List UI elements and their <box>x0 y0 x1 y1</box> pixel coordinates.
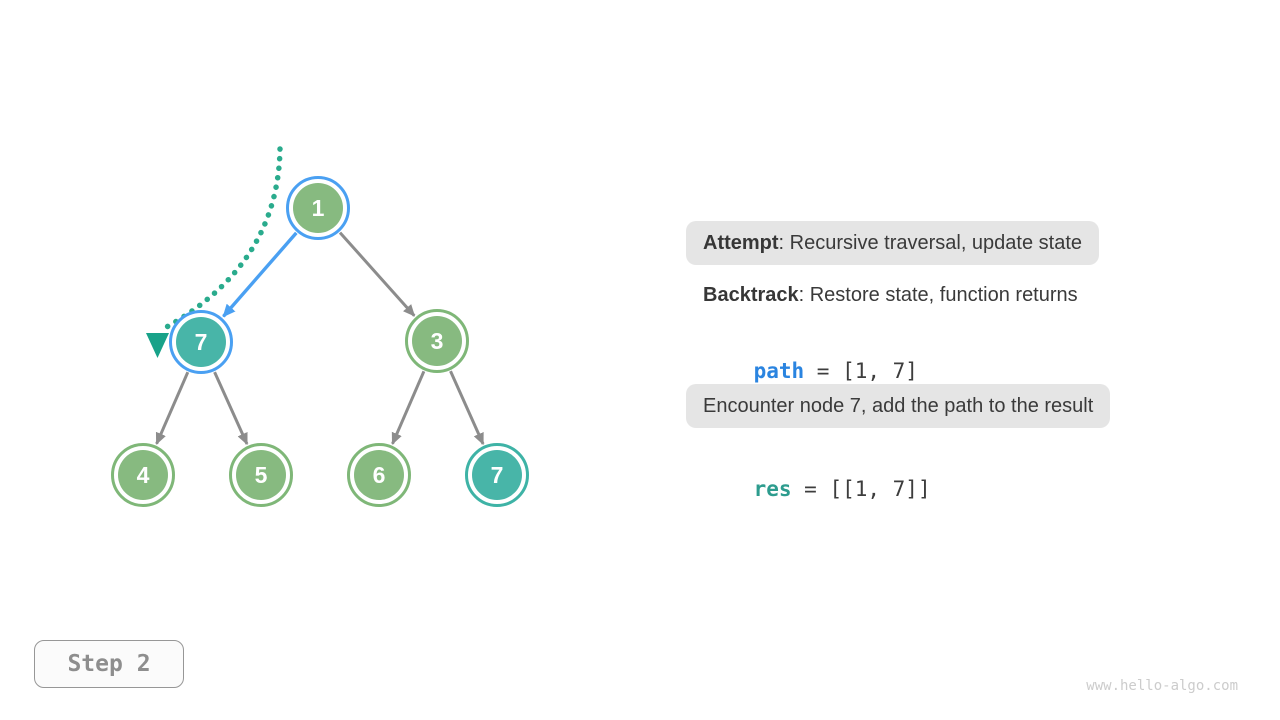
node-value: 1 <box>311 194 325 221</box>
encounter-text: Encounter node 7, add the path to the re… <box>703 395 1094 417</box>
node-fill-circle <box>354 450 404 500</box>
res-variable-line: res = [[1, 7]] <box>703 450 931 528</box>
tree-node-1: 1 <box>286 176 350 240</box>
node-fill-circle <box>118 450 168 500</box>
backtrack-trace-dotted-curve <box>160 146 283 332</box>
path-variable-value: = [1, 7] <box>804 359 918 383</box>
tree-node-4: 4 <box>111 443 175 507</box>
node-value: 7 <box>194 328 208 355</box>
node-value: 5 <box>254 461 268 488</box>
edge-1-to-7-highlighted <box>222 231 298 318</box>
tree-node-7-right-target: 7 <box>465 443 529 507</box>
path-variable-name: path <box>753 359 805 383</box>
attempt-text: : Recursive traversal, update state <box>778 232 1083 254</box>
path-variable-line: path = [1, 7] <box>703 332 918 410</box>
step-badge: Step 2 <box>34 640 184 688</box>
attempt-callout: Attempt: Recursive traversal, update sta… <box>686 221 1100 265</box>
node-fill-circle <box>236 450 286 500</box>
attempt-label: Attempt <box>703 232 779 254</box>
node-value: 4 <box>136 461 150 488</box>
edge-3-to-7 <box>449 370 485 446</box>
node-fill-circle <box>176 317 226 367</box>
step-badge-label: Step 2 <box>67 651 151 677</box>
edge-7-to-5 <box>213 371 249 446</box>
tree-node-3: 3 <box>405 309 469 373</box>
node-fill-circle <box>412 316 462 366</box>
node-fill-circle <box>293 183 343 233</box>
res-variable-name: res <box>753 477 792 501</box>
encounter-callout: Encounter node 7, add the path to the re… <box>686 384 1111 428</box>
backtrack-label: Backtrack <box>703 284 799 306</box>
tree-node-7-left-current: 7 <box>169 310 233 374</box>
tree-node-6: 6 <box>347 443 411 507</box>
node-value: 3 <box>430 327 444 354</box>
watermark: www.hello-algo.com <box>1086 678 1238 694</box>
tree-node-5: 5 <box>229 443 293 507</box>
backtrack-line: Backtrack: Restore state, function retur… <box>703 282 1078 308</box>
node-value: 7 <box>490 461 504 488</box>
edge-7-to-4 <box>155 371 190 445</box>
res-variable-value: = [[1, 7]] <box>791 477 931 501</box>
node-value: 6 <box>372 461 386 488</box>
edge-3-to-6 <box>391 370 426 445</box>
current-position-triangle-marker <box>146 333 169 358</box>
edge-1-to-3 <box>338 231 416 317</box>
backtrack-text: : Restore state, function returns <box>798 284 1078 306</box>
node-fill-circle <box>472 450 522 500</box>
